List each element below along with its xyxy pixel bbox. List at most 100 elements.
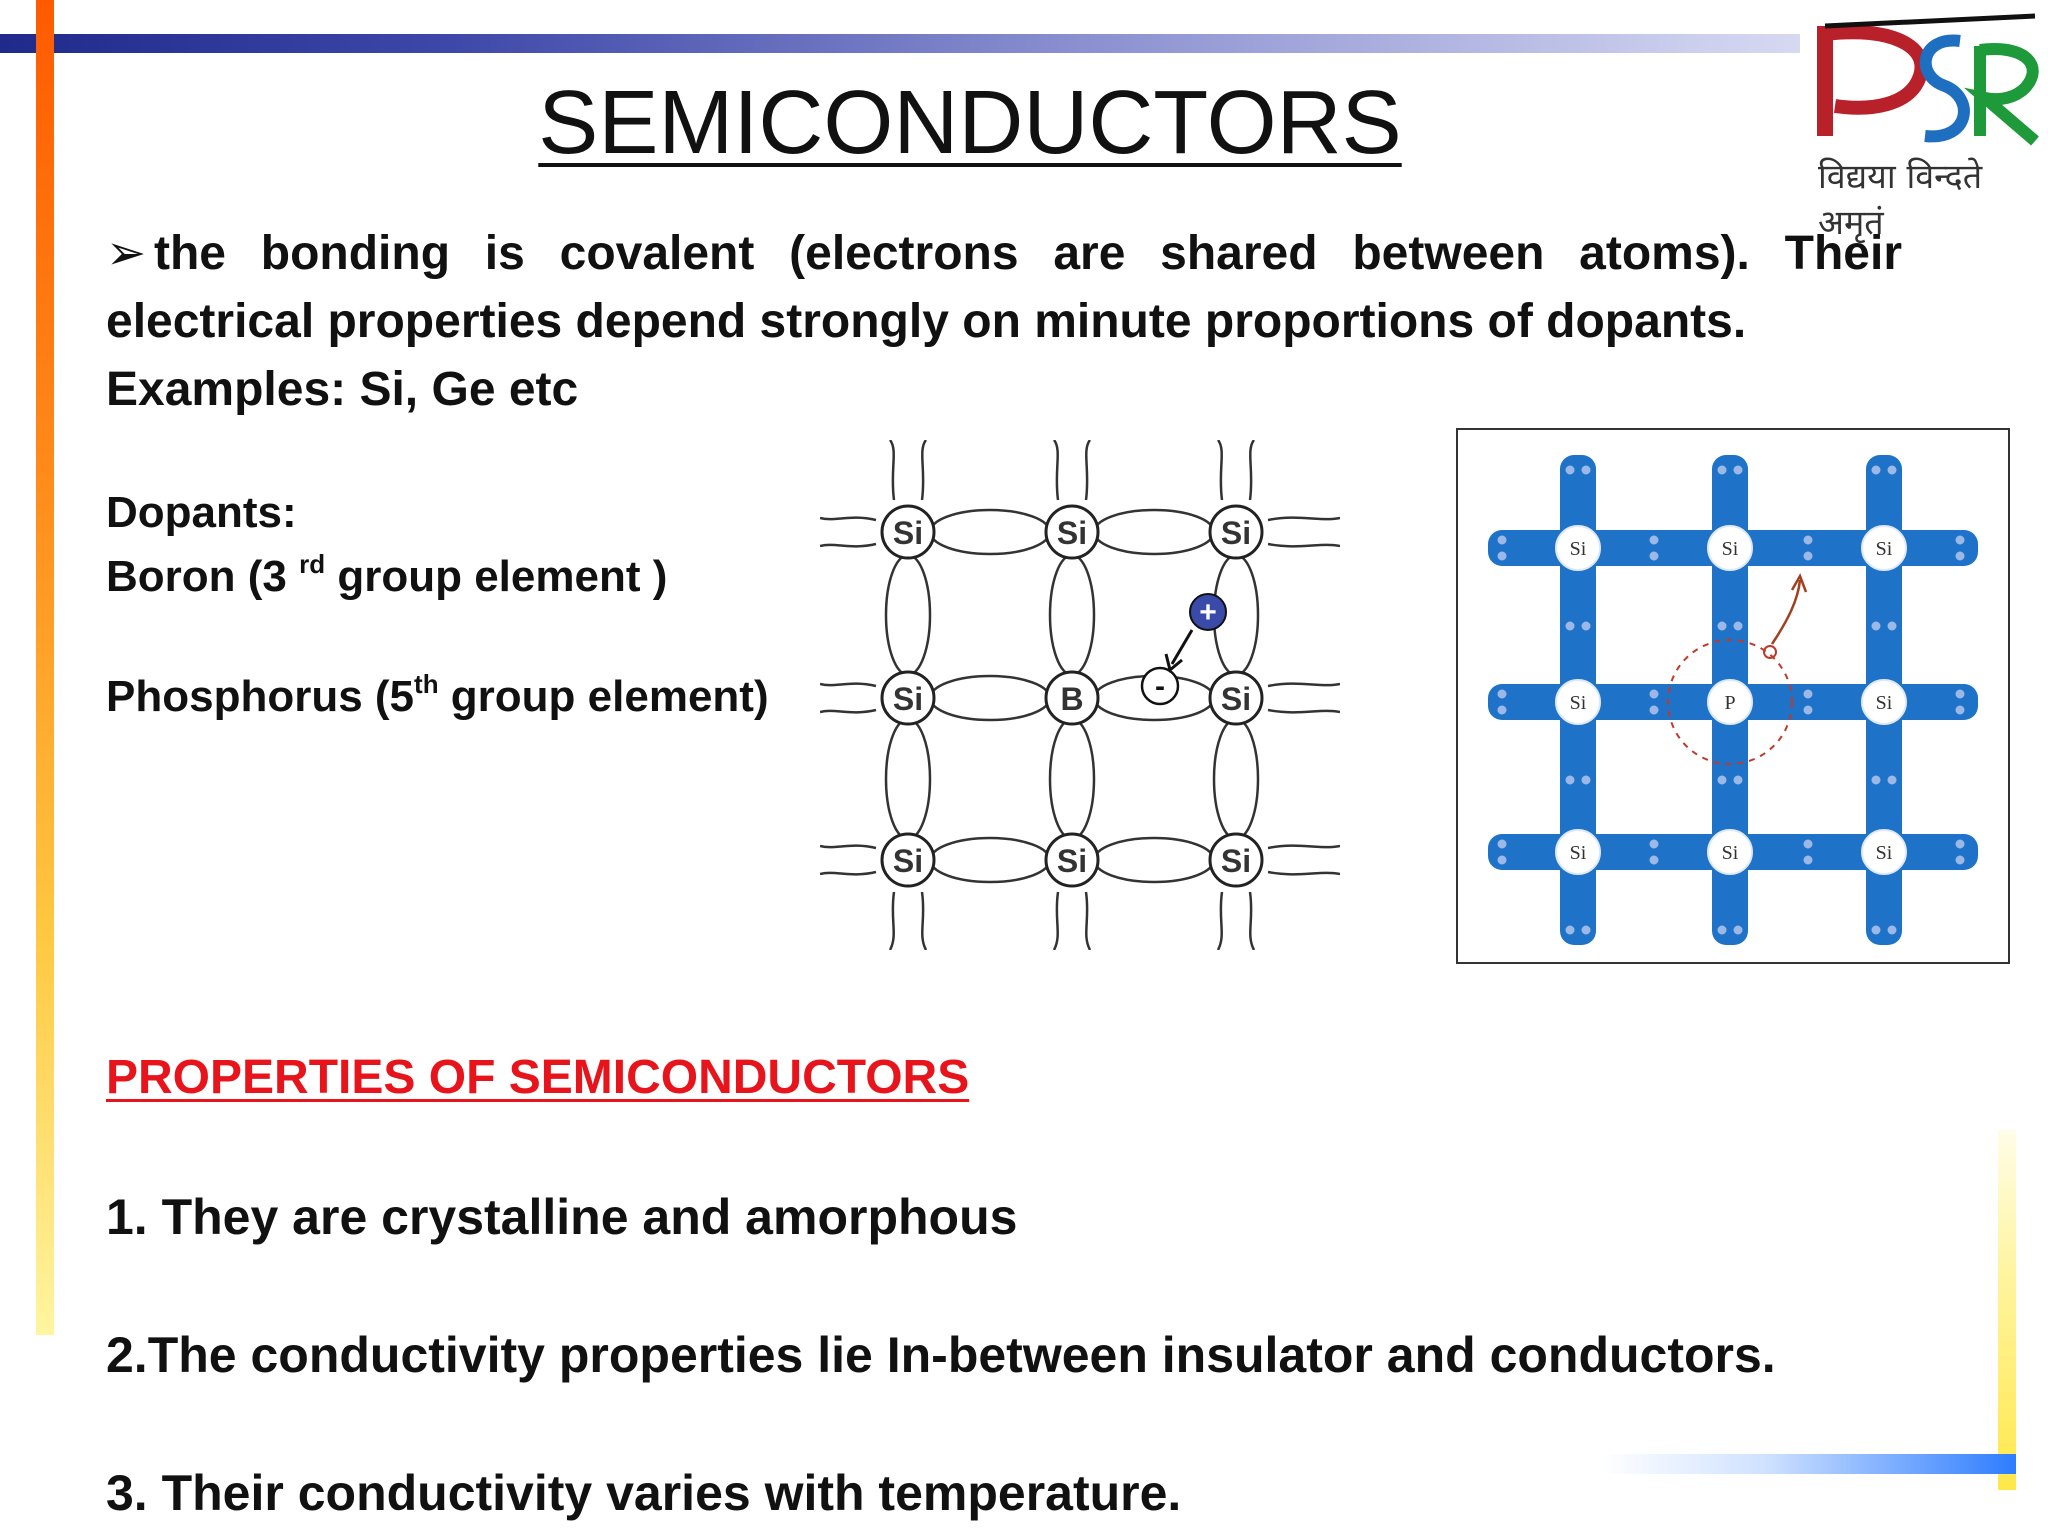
dopants-heading: Dopants: bbox=[106, 488, 297, 537]
bond-electron bbox=[1581, 775, 1591, 785]
bond-electron bbox=[1565, 925, 1575, 935]
vertical-bond bbox=[884, 553, 932, 677]
bond-stub-left bbox=[820, 682, 877, 714]
bond-stub-right bbox=[1267, 844, 1340, 876]
page-title: SEMICONDUCTORS bbox=[538, 73, 1402, 173]
silicon-atom bbox=[1861, 829, 1907, 875]
transition-arrow bbox=[1170, 629, 1194, 665]
examples-text: Examples: Si, Ge etc bbox=[106, 363, 579, 416]
bond-electron bbox=[1733, 465, 1743, 475]
silicon-label: Si bbox=[1570, 538, 1587, 560]
horizontal-bond bbox=[928, 508, 1052, 556]
silicon-label: Si bbox=[893, 515, 923, 551]
bond-electron bbox=[1871, 775, 1881, 785]
bond-electron bbox=[1649, 839, 1659, 849]
boron-text: Boron (3 bbox=[106, 552, 287, 601]
silicon-label: Si bbox=[1221, 681, 1251, 717]
silicon-atom bbox=[1208, 504, 1264, 560]
bond-electron bbox=[1887, 621, 1897, 631]
property-item-3: 3. Their conductivity varies with temper… bbox=[106, 1465, 1182, 1521]
silicon-atom bbox=[1208, 832, 1264, 888]
bond-electron bbox=[1803, 855, 1813, 865]
bond-stub-bottom bbox=[1216, 891, 1256, 950]
bond-stub-top bbox=[1052, 440, 1092, 501]
silicon-atom bbox=[1555, 525, 1601, 571]
bond-electron bbox=[1565, 775, 1575, 785]
hole-sign: + bbox=[1199, 596, 1217, 629]
bond-electron bbox=[1803, 551, 1813, 561]
bond-electron bbox=[1733, 621, 1743, 631]
silicon-label: Si bbox=[1876, 842, 1893, 864]
property-item-1: 1. They are crystalline and amorphous bbox=[106, 1189, 1018, 1245]
bond-electron bbox=[1581, 925, 1591, 935]
bond-electron bbox=[1497, 839, 1507, 849]
phosphorus-superscript: th bbox=[414, 669, 439, 699]
bond-electron bbox=[1717, 925, 1727, 935]
intro-paragraph: ➢the bonding is covalent (electrons are … bbox=[106, 220, 1902, 424]
silicon-atom bbox=[1555, 829, 1601, 875]
dopant-phosphorus: Phosphorus (5th group element) bbox=[106, 669, 769, 722]
bond-electron bbox=[1733, 925, 1743, 935]
silicon-label: Si bbox=[893, 681, 923, 717]
silicon-label: Si bbox=[1570, 692, 1587, 714]
free-electron bbox=[1763, 645, 1777, 659]
bond-electron bbox=[1649, 689, 1659, 699]
bond-stub-top bbox=[1216, 440, 1256, 501]
silicon-atom bbox=[1208, 670, 1264, 726]
bond-electron bbox=[1717, 621, 1727, 631]
silicon-atom bbox=[1044, 504, 1100, 560]
logo-motto: विद्यया विन्दते अमृतं bbox=[1818, 157, 1983, 243]
bond-electron bbox=[1649, 705, 1659, 715]
horizontal-bond bbox=[928, 674, 1052, 722]
phosphorus-text: Phosphorus (5 bbox=[106, 672, 415, 721]
silicon-atom bbox=[1707, 525, 1753, 571]
bond-electron bbox=[1955, 689, 1965, 699]
silicon-label: Si bbox=[1221, 515, 1251, 551]
boron-group-text: group element ) bbox=[337, 552, 668, 601]
bond-stub-bottom bbox=[888, 891, 928, 950]
bond-electron bbox=[1581, 465, 1591, 475]
boron-superscript: rd bbox=[299, 549, 326, 579]
silicon-label: Si bbox=[1570, 842, 1587, 864]
bond-electron bbox=[1955, 551, 1965, 561]
vertical-bond bbox=[1048, 717, 1096, 841]
bond-electron bbox=[1581, 621, 1591, 631]
top-accent-bar bbox=[0, 34, 1800, 53]
vertical-bond bbox=[884, 717, 932, 841]
silicon-atom bbox=[880, 832, 936, 888]
bond-stub-right bbox=[1267, 516, 1340, 548]
psr-logo bbox=[1817, 13, 2039, 146]
bottom-accent-bar bbox=[1600, 1454, 2016, 1474]
silicon-atom bbox=[1861, 525, 1907, 571]
bond-electron bbox=[1649, 535, 1659, 545]
bond-electron bbox=[1871, 925, 1881, 935]
bond-electron bbox=[1497, 551, 1507, 561]
vertical-bond bbox=[1212, 717, 1260, 841]
bond-electron bbox=[1955, 535, 1965, 545]
bond-electron bbox=[1565, 621, 1575, 631]
silicon-atom bbox=[880, 670, 936, 726]
bond-electron bbox=[1565, 465, 1575, 475]
bond-electron bbox=[1871, 465, 1881, 475]
free-electron-orbit bbox=[1667, 639, 1793, 765]
horizontal-bond bbox=[1092, 836, 1216, 884]
bond-electron bbox=[1803, 839, 1813, 849]
horizontal-bond bbox=[928, 836, 1052, 884]
phosphorus-label: P bbox=[1724, 692, 1735, 714]
silicon-label: Si bbox=[1876, 692, 1893, 714]
bond-electron bbox=[1887, 465, 1897, 475]
bond-stub-right bbox=[1267, 682, 1340, 714]
phosphorus-group-text: group element) bbox=[438, 672, 769, 721]
bond-stub-top bbox=[888, 440, 928, 501]
free-electron-arrow bbox=[1770, 579, 1802, 645]
transition-arrowhead bbox=[1164, 653, 1183, 673]
silicon-label: Si bbox=[1876, 538, 1893, 560]
bond-electron bbox=[1497, 535, 1507, 545]
bond-electron bbox=[1803, 535, 1813, 545]
silicon-atom bbox=[1707, 829, 1753, 875]
free-electron-arrowhead bbox=[1790, 573, 1808, 593]
bond-electron bbox=[1497, 689, 1507, 699]
